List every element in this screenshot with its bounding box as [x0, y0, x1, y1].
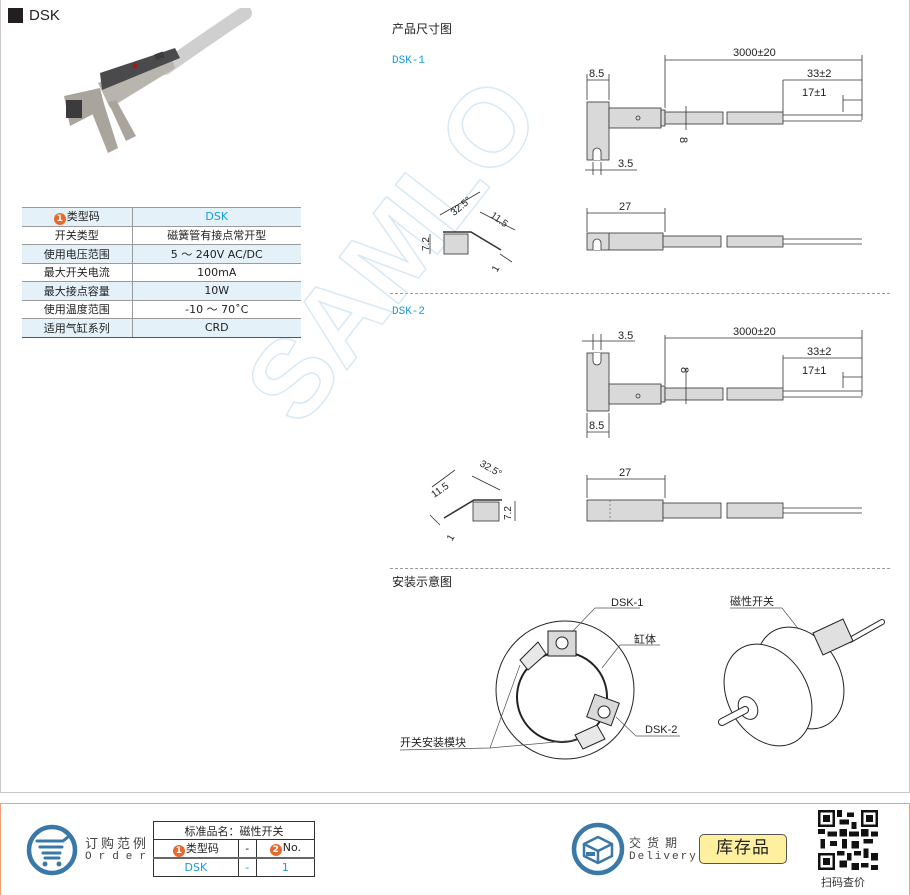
spec-value: CRD — [132, 318, 301, 338]
svg-text:3000±20: 3000±20 — [733, 326, 776, 338]
svg-text:8: 8 — [678, 367, 690, 373]
svg-text:33±2: 33±2 — [807, 68, 831, 80]
order-separator: - — [237, 839, 257, 859]
product-title-text: DSK — [29, 7, 60, 24]
spec-label: 使用温度范围 — [22, 300, 133, 319]
spec-label: 使用电压范围 — [22, 244, 133, 264]
order-separator-value: - — [237, 857, 257, 877]
order-col2-value: 1 — [255, 857, 316, 877]
svg-text:缸体: 缸体 — [634, 632, 656, 646]
svg-text:33±2: 33±2 — [807, 346, 831, 358]
dsk2-dimension-drawing: 3000±20 33±2 17±1 8.5 3.5 8 32.5° 11.5 7… — [430, 326, 863, 543]
svg-text:8.5: 8.5 — [589, 420, 604, 432]
number-badge-1: 1 — [172, 845, 185, 857]
qr-code-icon[interactable] — [818, 810, 878, 870]
variant-label-dsk2: DSK-2 — [392, 306, 426, 318]
title-square-icon — [8, 8, 23, 23]
spec-value: 5 ～ 240V AC/DC — [132, 244, 301, 264]
spec-label: 适用气缸系列 — [22, 318, 133, 338]
number-badge-1: 1 — [53, 213, 66, 226]
variant-label-dsk1: DSK-1 — [392, 55, 426, 67]
section-divider — [390, 568, 890, 569]
spec-label: 最大接点容量 — [22, 281, 133, 301]
stock-status-badge: 库存品 — [699, 834, 787, 864]
number-badge-2: 2 — [269, 844, 282, 856]
svg-text:17±1: 17±1 — [802, 87, 826, 99]
svg-text:1: 1 — [445, 532, 458, 543]
svg-text:1: 1 — [490, 263, 503, 274]
section-divider — [390, 293, 890, 294]
delivery-label-cn: 交货期 — [629, 836, 684, 850]
svg-text:3.5: 3.5 — [618, 158, 633, 170]
spec-row: 使用电压范围 5 ～ 240V AC/DC — [22, 244, 301, 264]
svg-text:8.5: 8.5 — [589, 68, 604, 80]
svg-text:27: 27 — [619, 467, 631, 479]
svg-text:3.5: 3.5 — [618, 330, 633, 342]
order-label-en: Order — [85, 851, 154, 863]
svg-text:3000±20: 3000±20 — [733, 47, 776, 59]
spec-value: 10W — [132, 281, 301, 301]
spec-value: 磁簧管有接点常开型 — [132, 226, 301, 245]
product-photo — [64, 8, 252, 153]
spec-row: 开关类型 磁簧管有接点常开型 — [22, 226, 301, 245]
delivery-box-icon — [571, 822, 625, 876]
spec-row: 适用气缸系列 CRD — [22, 318, 301, 338]
svg-text:7.2: 7.2 — [503, 506, 514, 520]
shopping-cart-icon — [26, 824, 78, 876]
spec-row: 最大开关电流 100mA — [22, 263, 301, 282]
spec-label: 开关类型 — [22, 226, 133, 245]
svg-text:DSK-1: DSK-1 — [611, 597, 643, 609]
installation-diagram: DSK-1 缸体 DSK-2 开关安装模块 磁性开关 — [399, 594, 885, 760]
dsk1-dimension-drawing: 3000±20 33±2 17±1 8.5 3.5 8 32.5° 11.5 7… — [421, 47, 863, 274]
svg-text:磁性开关: 磁性开关 — [730, 594, 774, 608]
delivery-label-en: Delivery — [629, 851, 698, 863]
spec-row: 最大接点容量 10W — [22, 281, 301, 301]
svg-text:DSK-2: DSK-2 — [645, 724, 677, 736]
spec-row: 使用温度范围 -10 ～ 70˚C — [22, 300, 301, 319]
spec-value: DSK — [132, 207, 301, 227]
spec-value: 100mA — [132, 263, 301, 282]
svg-text:7.2: 7.2 — [421, 237, 432, 251]
svg-text:17±1: 17±1 — [802, 365, 826, 377]
qr-caption: 扫码查价 — [821, 876, 865, 889]
dimensions-section-title: 产品尺寸图 — [392, 22, 453, 36]
spec-label: 最大开关电流 — [22, 263, 133, 282]
watermark: SAMLO — [221, 55, 564, 445]
installation-section-title: 安装示意图 — [392, 575, 453, 589]
order-product-name: 标准品名：磁性开关 — [153, 821, 315, 840]
order-label-cn: 订购范例 — [85, 837, 150, 852]
order-col1-value: DSK — [153, 857, 239, 877]
svg-text:8: 8 — [677, 137, 689, 143]
product-title: DSK — [8, 7, 60, 24]
svg-text:27: 27 — [619, 201, 631, 213]
svg-text:开关安装模块: 开关安装模块 — [400, 735, 466, 749]
spec-value: -10 ～ 70˚C — [132, 300, 301, 319]
